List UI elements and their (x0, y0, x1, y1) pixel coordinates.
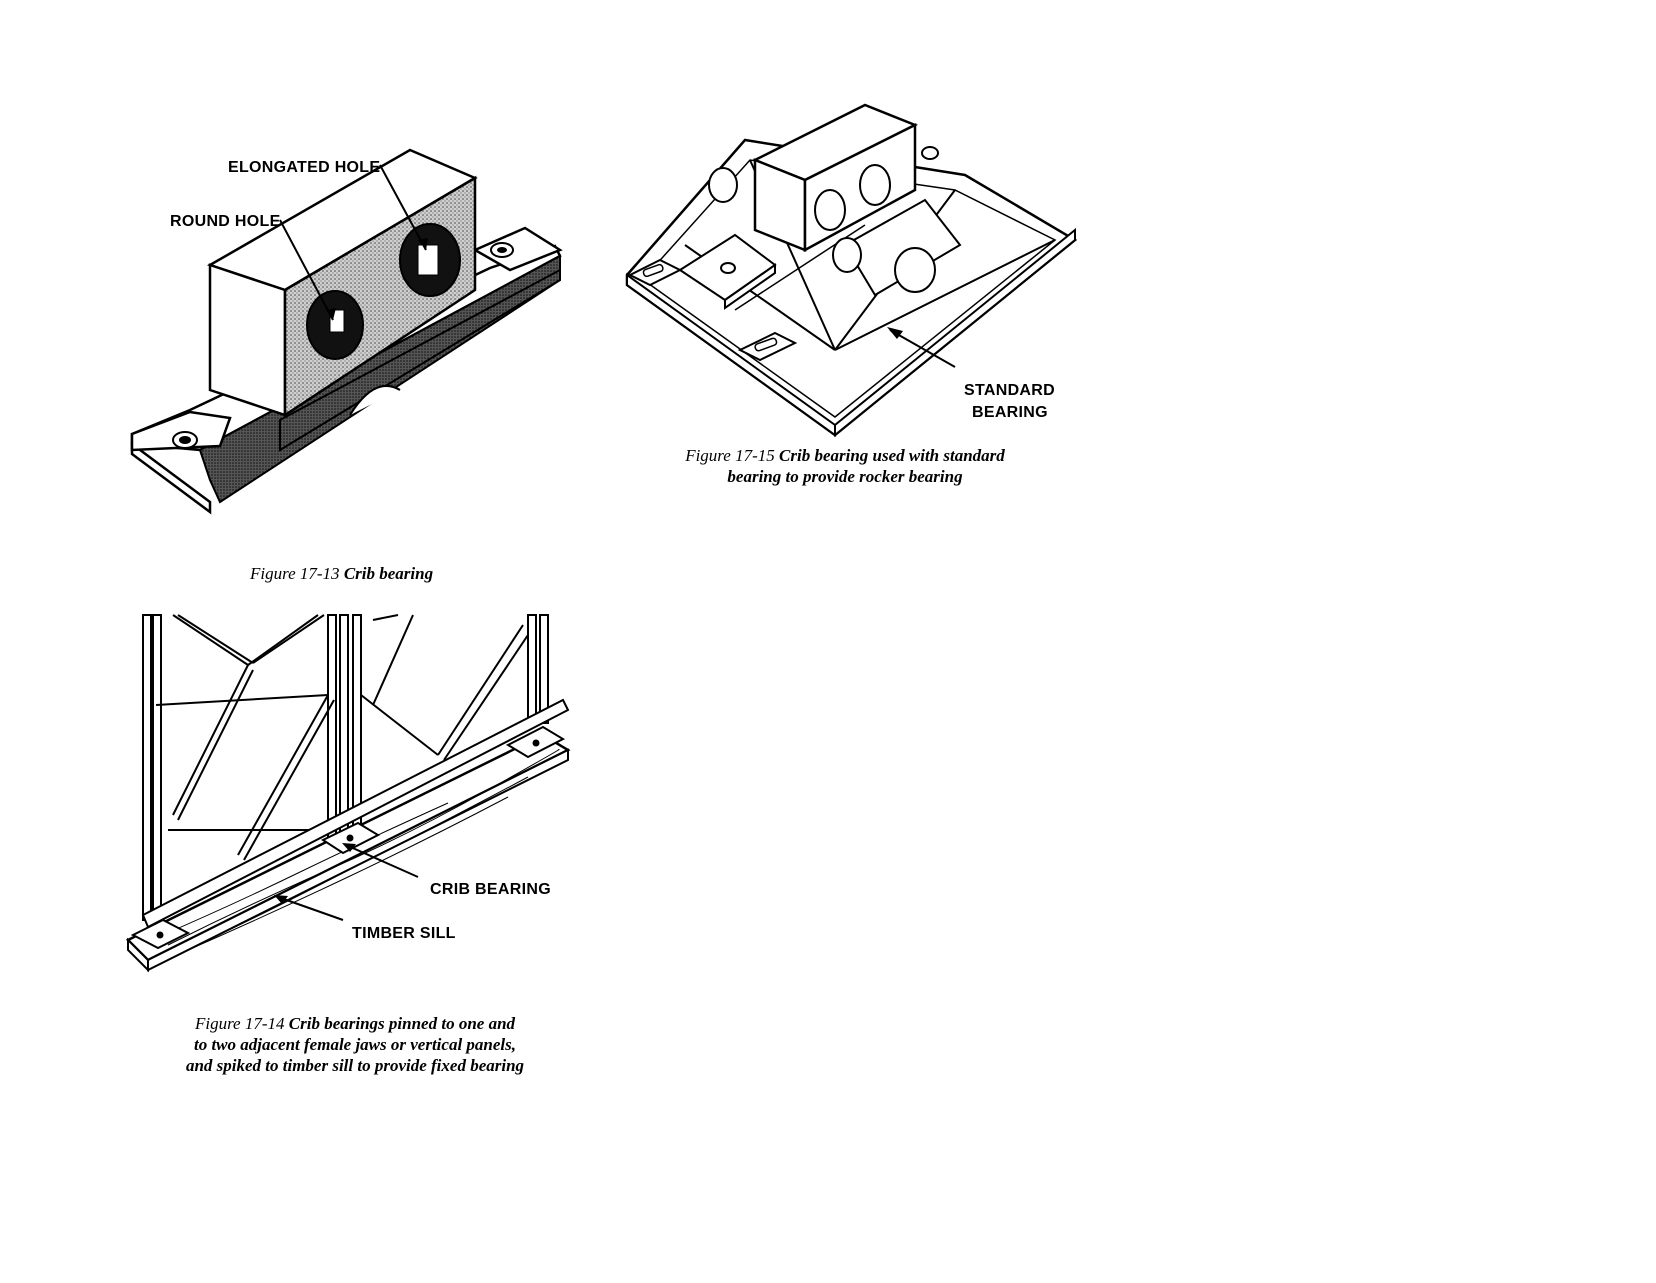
figure-17-13-number: Figure 17-13 (250, 564, 340, 583)
figure-17-14-caption-line3: and spiked to timber sill to provide fix… (185, 1056, 525, 1075)
figure-17-14-drawing (125, 614, 598, 973)
bearing-label: BEARING (972, 404, 1048, 421)
figure-17-13-drawing (130, 148, 590, 540)
figure-17-14-caption-line1: Figure 17-14 Crib bearings pinned to one… (194, 1014, 516, 1033)
figure-17-14-caption-line2: to two adjacent female jaws or vertical … (193, 1035, 517, 1054)
elongated-hole-label: ELONGATED HOLE (228, 159, 381, 176)
figure-17-15-caption: Figure 17-15 Crib bearing used with stan… (635, 445, 1055, 487)
figure-17-14-number: Figure 17-14 (194, 1014, 285, 1033)
figure-17-15-drawing (625, 103, 1095, 438)
standard-label: STANDARD (964, 382, 1055, 399)
rocker-bearing-illustration (625, 103, 1078, 438)
figure-17-13-caption: Figure 17-13 Crib bearing (250, 563, 433, 584)
timber-sill-label: TIMBER SILL (352, 925, 456, 942)
round-hole-label: ROUND HOLE (170, 213, 281, 230)
figure-17-15-caption-line2: bearing to provide rocker bearing (727, 467, 963, 486)
figure-17-15-caption-line1: Figure 17-15 Crib bearing used with stan… (685, 446, 1005, 465)
panel-timber-sill-illustration (125, 614, 571, 973)
figure-17-14-caption: Figure 17-14 Crib bearings pinned to one… (130, 1013, 580, 1076)
figure-17-13-title: Crib bearing (343, 564, 434, 583)
figure-17-15-number: Figure 17-15 (685, 446, 775, 465)
crib-bearing-illustration (130, 148, 563, 515)
crib-bearing-label: CRIB BEARING (430, 881, 551, 898)
